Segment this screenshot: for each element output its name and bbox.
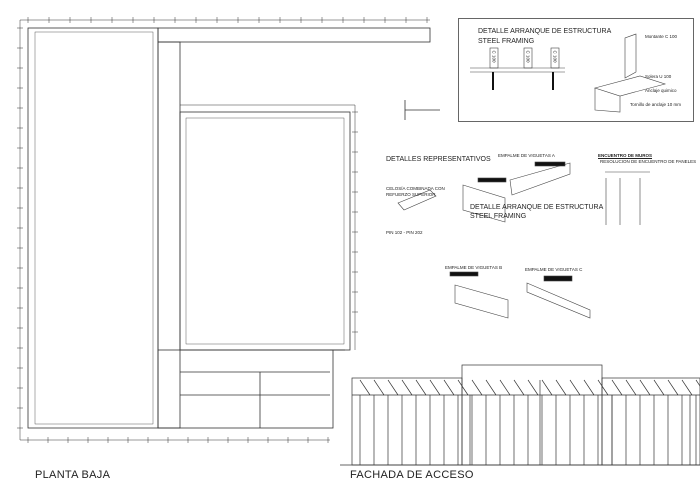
facade-truss-diagonal xyxy=(527,379,539,396)
pin-label: PIN 102 - PIN 202 xyxy=(386,230,423,235)
empalme-c-label: EMPALME DE VIGUETAS C xyxy=(525,267,583,272)
plan-corridor xyxy=(157,41,181,429)
facade-truss-diagonal xyxy=(625,379,637,396)
facade-truss-diagonal xyxy=(471,379,483,396)
facade-truss-diagonal xyxy=(429,379,441,396)
facade-truss-diagonal xyxy=(457,379,469,396)
plan-title: PLANTA BAJA xyxy=(35,469,111,481)
floor-plan xyxy=(19,19,440,441)
detail-top-title-2: STEEL FRAMING xyxy=(478,38,535,45)
celosia-label-1: CELOSÍA COMBINADA CON xyxy=(386,186,445,191)
facade-truss-diagonal xyxy=(359,379,371,396)
detail-top-title-1: DETALLE ARRANQUE DE ESTRUCTURA xyxy=(478,28,612,35)
facade-truss-diagonal xyxy=(401,379,413,396)
facade-truss-diagonal xyxy=(387,379,399,396)
facade-truss-diagonal xyxy=(555,379,567,396)
facade-truss-diagonal xyxy=(485,379,497,396)
facade-truss-diagonal xyxy=(611,379,623,396)
facade-truss-diagonal xyxy=(373,379,385,396)
facade-truss-diagonal xyxy=(513,379,525,396)
facade-truss-diagonal xyxy=(667,379,679,396)
detail-anchor-drawing xyxy=(470,33,667,113)
label-solera: Solera U 100 xyxy=(645,74,672,79)
facade-truss-diagonal xyxy=(415,379,427,396)
facade-truss-diagonal xyxy=(541,379,553,396)
facade-truss-diagonal xyxy=(653,379,665,396)
label-c100-3: C 100 xyxy=(552,50,558,63)
arranque-title-2: STEEL FRAMING xyxy=(470,213,527,220)
facade-truss-diagonal xyxy=(597,379,609,396)
facade-truss-diagonal xyxy=(583,379,595,396)
facade-title: FACHADA DE ACCESO xyxy=(350,469,474,481)
label-c100-1: C 100 xyxy=(491,50,497,63)
facade-truss-diagonal xyxy=(681,379,693,396)
facade-truss-diagonal xyxy=(499,379,511,396)
details-drawings xyxy=(397,161,650,319)
plan-wing-left xyxy=(27,27,159,429)
plan-strip-top xyxy=(157,27,431,43)
facade-drawing xyxy=(340,364,700,466)
label-tornillo: Tornillo de anclaje 10 mm xyxy=(630,102,682,107)
facade-truss-diagonal xyxy=(695,379,700,387)
facade-truss-diagonal xyxy=(639,379,651,396)
plan-bottom xyxy=(157,349,334,429)
empalme-a-label: EMPALME DE VIGUETAS A xyxy=(498,153,555,158)
celosia-label-2: REFUERZO SUPERIOR xyxy=(386,192,436,197)
label-anclaje: Anclaje quimico xyxy=(645,88,677,93)
label-c100-2: C 100 xyxy=(525,50,531,63)
empalme-b-label: EMPALME DE VIGUETAS B xyxy=(445,265,503,270)
label-montante: Montante C 100 xyxy=(645,34,678,39)
plan-room-right xyxy=(179,111,351,351)
encuentro-header: ENCUENTRO DE MUROS xyxy=(598,153,653,158)
arranque-title-1: DETALLE ARRANQUE DE ESTRUCTURA xyxy=(470,204,604,211)
detail-anchor-frame xyxy=(458,18,694,122)
details-section-title: DETALLES REPRESENTATIVOS xyxy=(386,156,491,163)
facade-truss-diagonal xyxy=(443,379,455,396)
facade-truss-diagonal xyxy=(569,379,581,396)
encuentro-title: RESOLUCION DE ENCUENTRO DE PANELES xyxy=(600,159,697,164)
